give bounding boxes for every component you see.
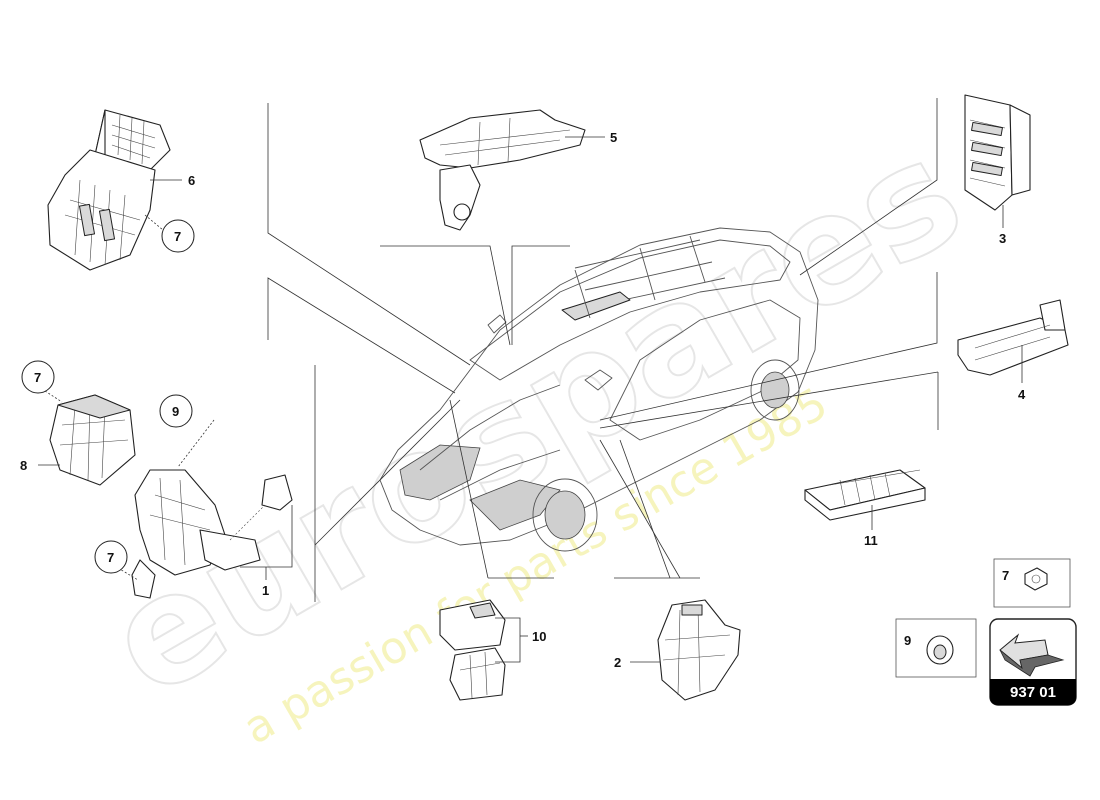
legend-item-9: 9 xyxy=(895,618,977,678)
label-11: 11 xyxy=(864,533,878,548)
callout-7-top xyxy=(161,219,195,253)
label-9: 9 xyxy=(172,404,179,419)
part-4-bracket xyxy=(957,299,1069,376)
part-1-main-assembly xyxy=(131,469,293,599)
part-10-relays xyxy=(439,599,506,701)
label-2: 2 xyxy=(614,655,621,670)
callout-7-bottom xyxy=(94,540,128,574)
label-7-bottom: 7 xyxy=(107,550,114,565)
catalog-number: 937 01 xyxy=(1010,684,1056,701)
label-4: 4 xyxy=(1018,387,1026,402)
leader-lines xyxy=(267,98,939,602)
label-3: 3 xyxy=(999,231,1006,246)
callout-9 xyxy=(159,394,193,428)
part-6-fuse-cover xyxy=(47,109,171,271)
watermark: eurospares a passion for parts since 198… xyxy=(80,105,990,754)
label-10: 10 xyxy=(532,629,546,644)
callout-7-left xyxy=(21,360,55,394)
legend-label-9: 9 xyxy=(904,633,911,648)
legend-item-7: 7 xyxy=(993,558,1071,608)
part-3-control-unit xyxy=(964,94,1031,211)
catalog-badge: 937 01 xyxy=(989,618,1077,706)
part-5-module xyxy=(419,109,586,231)
label-6: 6 xyxy=(188,173,195,188)
legend-label-7: 7 xyxy=(1002,568,1009,583)
label-1: 1 xyxy=(262,583,269,598)
vehicle-outline xyxy=(379,227,819,552)
part-11-strip xyxy=(804,469,926,521)
label-8: 8 xyxy=(20,458,27,473)
part-2-module xyxy=(657,599,741,701)
label-7-left: 7 xyxy=(34,370,41,385)
part-8-relay-bracket xyxy=(49,394,136,486)
label-5: 5 xyxy=(610,130,617,145)
label-7-top: 7 xyxy=(174,229,181,244)
